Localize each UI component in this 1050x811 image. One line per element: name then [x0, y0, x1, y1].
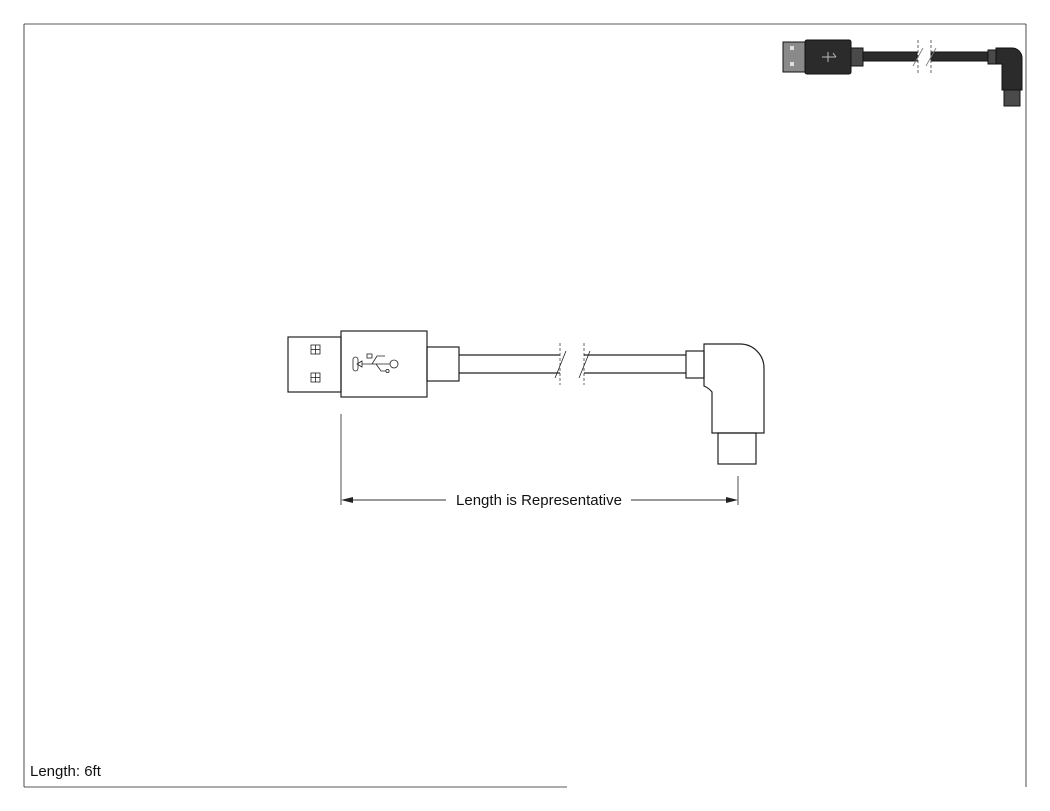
drawing-frame — [23, 23, 1027, 788]
usb-contact-window-bottom — [310, 372, 321, 383]
usb-a-plug — [287, 336, 342, 393]
arrowhead-left — [341, 497, 353, 503]
dimension-line — [340, 414, 739, 505]
usb-contact-window-top — [310, 344, 321, 355]
usb-trident-icon — [356, 353, 399, 373]
cable-break-marks — [554, 343, 591, 385]
length-note: Length: 6ft — [30, 763, 102, 780]
cable-segment-left — [459, 354, 560, 374]
indicator-slot — [352, 356, 359, 372]
strain-relief-left — [426, 346, 460, 382]
cable-segment-right — [584, 354, 686, 374]
cable-thumbnail — [782, 39, 1023, 107]
arrowhead-right — [726, 497, 738, 503]
usb-a-housing — [340, 330, 428, 398]
dimension-label: Length is Representative — [456, 492, 622, 509]
right-angle-connector — [685, 343, 765, 465]
